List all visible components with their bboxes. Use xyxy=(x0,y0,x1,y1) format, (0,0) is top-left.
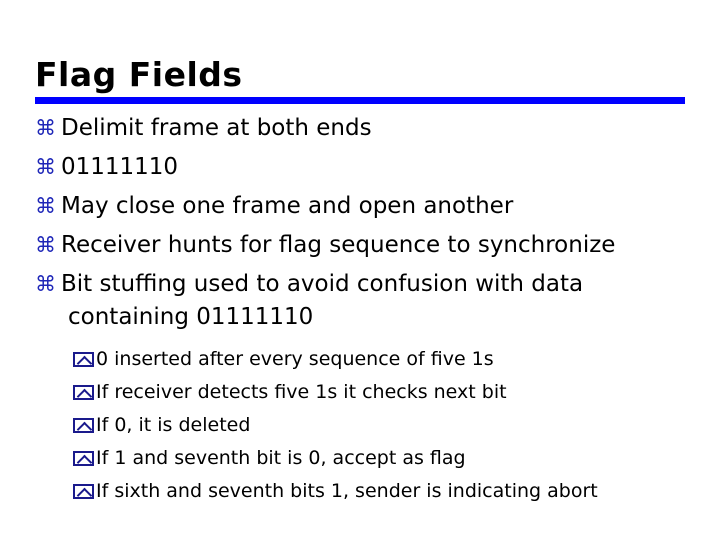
sub-bullet-text: If 1 and seventh bit is 0, accept as fla… xyxy=(96,447,466,469)
title-underline-rule xyxy=(35,97,685,104)
bullet-text-line-2: containing 01111110 xyxy=(68,304,314,330)
list-item: ⌘ 01111110 xyxy=(35,151,695,184)
boxed-chevron-up-icon xyxy=(73,385,94,404)
bullet-text: Bit stuffing used to avoid confusion wit… xyxy=(61,268,695,334)
bullet-text: 01111110 xyxy=(61,154,179,180)
list-item: ⌘ May close one frame and open another xyxy=(35,190,695,223)
command-bullet-icon: ⌘ xyxy=(35,155,56,179)
sub-bullet-list: 0 inserted after every sequence of five … xyxy=(35,345,695,505)
bullet-text: Receiver hunts for flag sequence to sync… xyxy=(61,232,616,258)
list-item: If 1 and seventh bit is 0, accept as fla… xyxy=(73,444,695,472)
title-block: Flag Fields xyxy=(35,56,685,104)
sub-bullet-text: If 0, it is deleted xyxy=(96,414,251,436)
boxed-chevron-up-icon xyxy=(73,352,94,371)
list-item: 0 inserted after every sequence of five … xyxy=(73,345,695,373)
list-item: ⌘ Receiver hunts for flag sequence to sy… xyxy=(35,229,695,262)
page-title: Flag Fields xyxy=(35,55,243,94)
command-bullet-icon: ⌘ xyxy=(35,272,56,296)
main-bullet-list: ⌘ Delimit frame at both ends ⌘ 01111110 … xyxy=(35,112,695,334)
chevron-up-icon xyxy=(76,421,92,437)
sub-bullet-text: If receiver detects five 1s it checks ne… xyxy=(96,381,507,403)
chevron-up-icon xyxy=(76,355,92,371)
chevron-up-icon xyxy=(76,487,92,503)
list-item: If receiver detects five 1s it checks ne… xyxy=(73,378,695,406)
sub-bullet-text: 0 inserted after every sequence of five … xyxy=(96,348,494,370)
command-bullet-icon: ⌘ xyxy=(35,116,56,140)
list-item: ⌘ Bit stuffing used to avoid confusion w… xyxy=(35,268,695,334)
list-item: If sixth and seventh bits 1, sender is i… xyxy=(73,477,695,505)
chevron-up-icon xyxy=(76,454,92,470)
bullet-text-line-1: Bit stuffing used to avoid confusion wit… xyxy=(61,271,584,297)
boxed-chevron-up-icon xyxy=(73,418,94,437)
sub-bullet-text: If sixth and seventh bits 1, sender is i… xyxy=(96,480,598,502)
command-bullet-icon: ⌘ xyxy=(35,233,56,257)
command-bullet-icon: ⌘ xyxy=(35,194,56,218)
bullet-text: Delimit frame at both ends xyxy=(61,115,372,141)
boxed-chevron-up-icon xyxy=(73,484,94,503)
list-item: ⌘ Delimit frame at both ends xyxy=(35,112,695,145)
chevron-up-icon xyxy=(76,388,92,404)
slide-body: ⌘ Delimit frame at both ends ⌘ 01111110 … xyxy=(35,112,695,510)
list-item: If 0, it is deleted xyxy=(73,411,695,439)
bullet-text: May close one frame and open another xyxy=(61,193,514,219)
boxed-chevron-up-icon xyxy=(73,451,94,470)
